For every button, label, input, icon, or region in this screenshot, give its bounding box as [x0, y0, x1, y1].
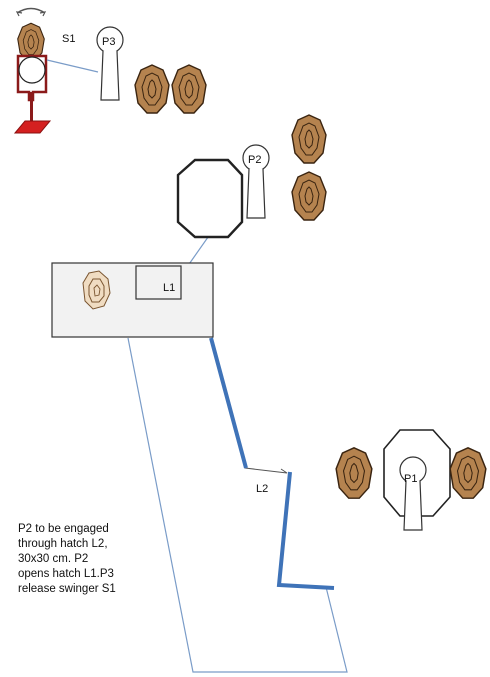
link-s1-p3: [46, 59, 99, 73]
note-line: P2 to be engaged: [18, 523, 109, 535]
target-p3-left: [134, 64, 170, 114]
note-line: through hatch L2,: [18, 538, 108, 550]
note-line: 30x30 cm. P2: [18, 553, 89, 565]
label-s1: S1: [62, 33, 75, 45]
label-l2: L2: [256, 483, 268, 495]
target-p1-right: [449, 447, 487, 499]
target-p2-bottom: [291, 171, 327, 221]
swinger-s1: [13, 7, 52, 134]
no-shoot-octagon-p2: [176, 158, 244, 239]
wall-lower: [276, 471, 335, 590]
target-p3-right: [171, 64, 207, 114]
box-target: [82, 270, 111, 310]
label-l1: L1: [163, 282, 175, 294]
swinger-no-shoot: [18, 56, 46, 84]
shooting-box: [51, 262, 214, 338]
swinger-post: [30, 92, 33, 122]
note-line: release swinger S1: [18, 583, 116, 595]
label-p3: P3: [102, 36, 115, 48]
note-line: opens hatch L1.P3: [18, 568, 114, 580]
target-p2-top: [291, 114, 327, 164]
hatch-l1: [135, 265, 182, 300]
shooting-area-outline: [127, 337, 348, 673]
label-p1: P1: [404, 473, 417, 485]
swinger-arc-icon: [16, 7, 46, 14]
stage-description: P2 to be engaged through hatch L2, 30x30…: [18, 522, 188, 597]
target-p1-left: [335, 447, 373, 499]
label-p2: P2: [248, 154, 261, 166]
wall-upper: [209, 337, 248, 469]
hatch-l2-frame: [244, 467, 288, 474]
swinger-base: [13, 120, 52, 134]
